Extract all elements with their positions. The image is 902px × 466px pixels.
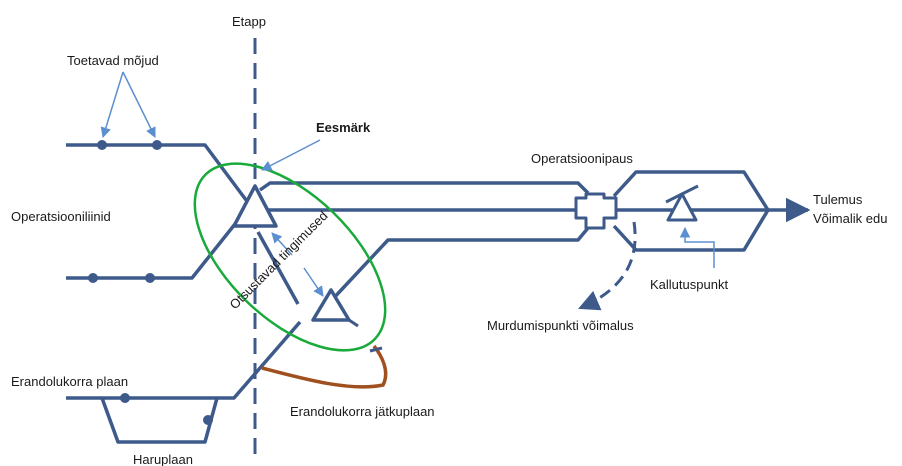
breakpoint-dashed-curve — [578, 221, 637, 311]
branch-plan-node — [203, 415, 213, 425]
decisive-arrow-up — [271, 232, 293, 256]
branch-plan-label: Haruplaan — [133, 452, 193, 466]
operational-pause-label: Operatsioonipaus — [531, 151, 633, 166]
goal-triangle — [232, 184, 278, 228]
influence-arrow-1 — [100, 71, 124, 139]
sequel-plan-curve — [261, 344, 388, 389]
possible-success-label: Võimalik edu — [813, 211, 887, 226]
goal-pointer-arrow — [261, 139, 321, 171]
culmination-point-label: Kallutuspunkt — [650, 277, 728, 292]
decisive-connector — [256, 231, 300, 305]
decisive-arrow-down — [303, 267, 324, 297]
supporting-influences-label: Toetavad mõjud — [67, 53, 159, 68]
sequel-plan-bracket — [369, 346, 383, 353]
breakpoint-possibility-label: Murdumispunkti võimalus — [487, 318, 634, 333]
decisive-triangle-tail — [348, 318, 359, 328]
operational-pause-cross — [574, 192, 618, 230]
main-line-top — [258, 181, 590, 195]
stage-label: Etapp — [232, 14, 266, 29]
influence-arrow-2 — [122, 71, 156, 138]
lower-line-node-1 — [88, 273, 98, 283]
contingency-node — [120, 393, 130, 403]
lower-line-node-2 — [145, 273, 155, 283]
upper-operation-line — [66, 143, 257, 214]
decisive-condition-triangle — [311, 288, 351, 322]
contingency-sequel-plan-label: Erandolukorra jätkuplaan — [290, 404, 435, 419]
goal-label: Eesmärk — [316, 120, 371, 135]
decisive-conditions-ellipse — [193, 162, 387, 352]
contingency-plan-label: Erandolukorra plaan — [11, 374, 128, 389]
contingency-line — [66, 320, 302, 400]
result-label: Tulemus — [813, 192, 863, 207]
branch-plan-shape — [100, 397, 219, 444]
culmination-triangle — [666, 192, 698, 222]
decisive-line — [328, 226, 590, 304]
operation-lines-label: Operatsiooniliinid — [11, 209, 111, 224]
culmination-slash — [665, 184, 699, 204]
upper-line-node-2 — [152, 140, 162, 150]
culmination-pointer-arrow — [679, 226, 715, 268]
upper-line-node-1 — [97, 140, 107, 150]
lower-operation-line — [66, 212, 245, 280]
